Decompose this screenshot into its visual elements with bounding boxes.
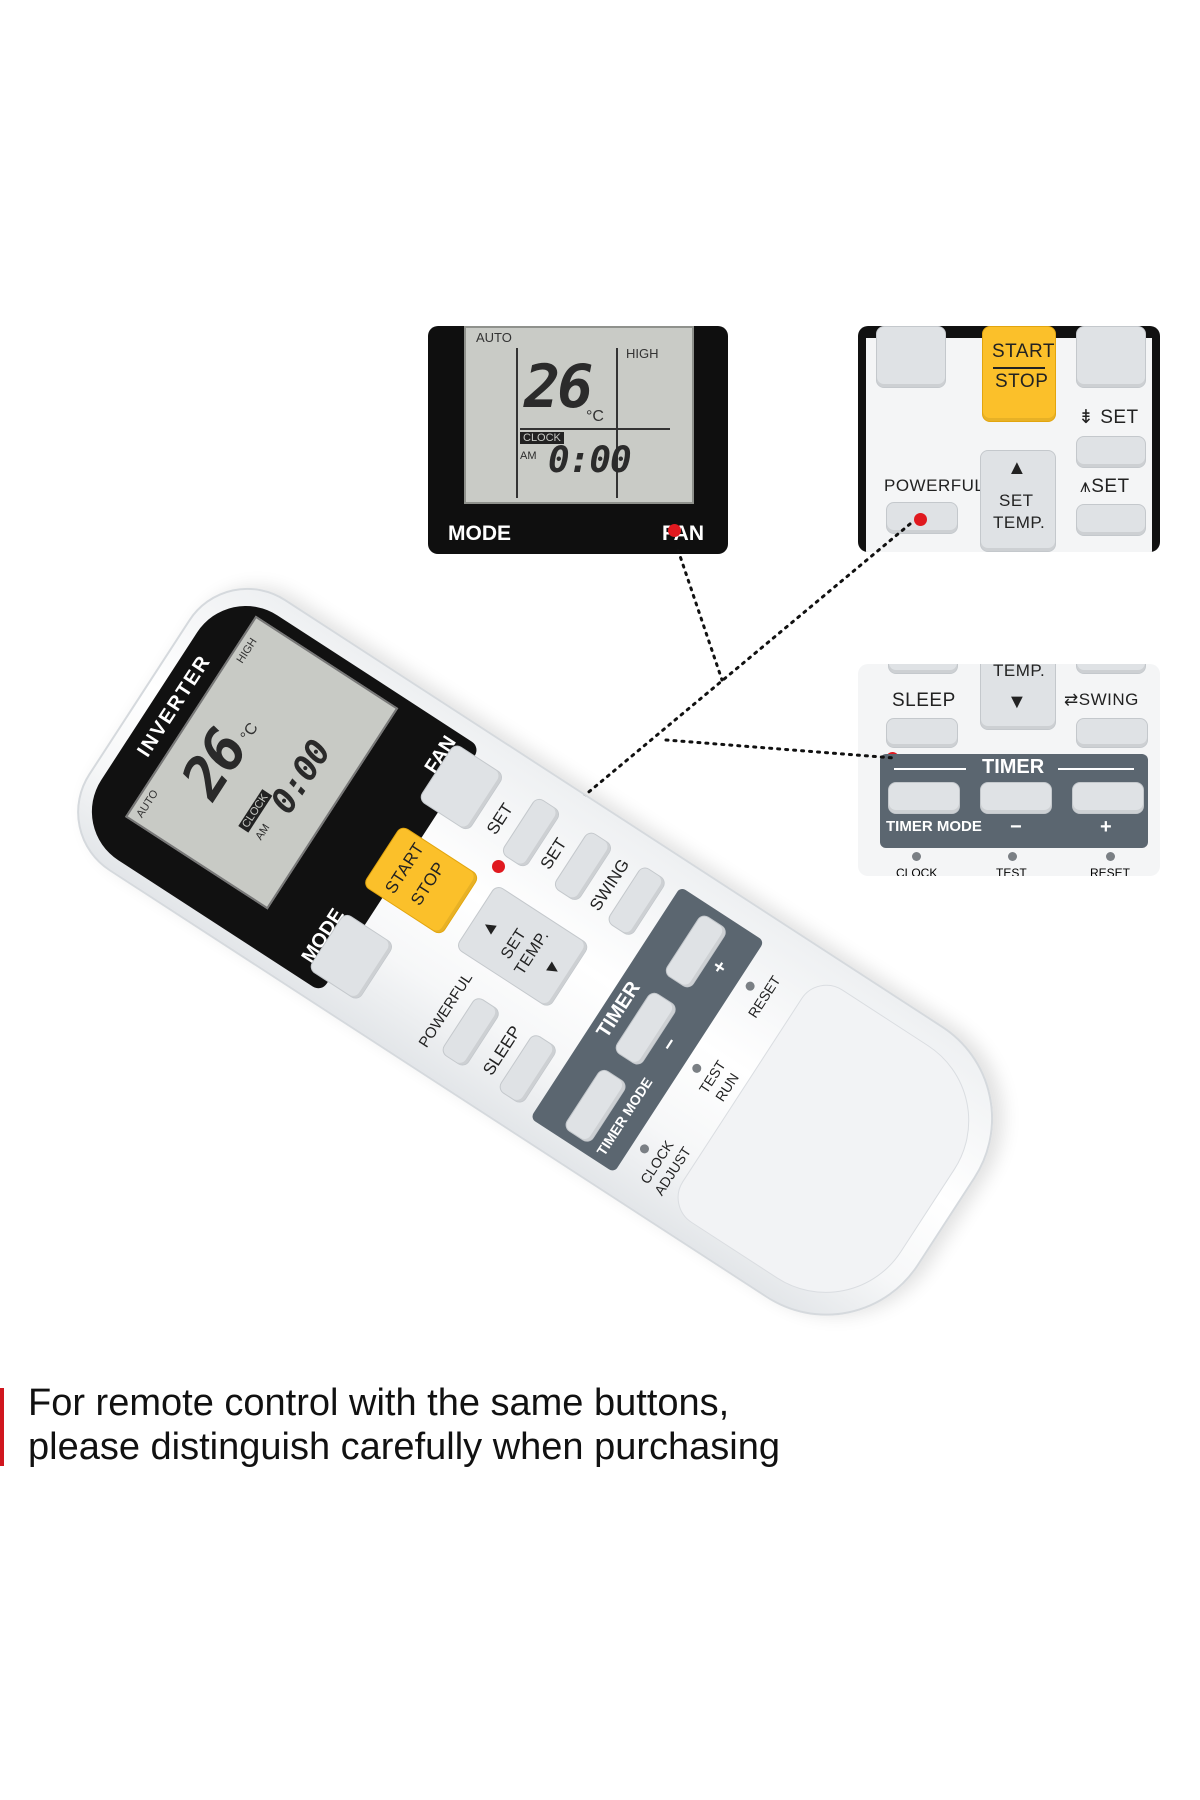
set-temp-label-2: TEMP. [993,513,1046,532]
clock-dot [912,852,921,861]
timer-mode-label: TIMER MODE [886,818,982,835]
set-temp-label-1: SET [999,491,1034,510]
test-dot [1008,852,1017,861]
unlabeled-button[interactable] [1076,326,1146,388]
sleep-label: SLEEP [892,690,956,711]
remote-lcd-unit: °C [237,720,262,745]
swing-button[interactable] [1076,718,1148,748]
start-stop-button[interactable]: START STOP [982,326,1056,422]
set-vertical-label: ⇟ SET [1078,407,1139,428]
timer-line-left [894,768,966,770]
set-horizontal-button[interactable] [1076,504,1146,536]
reset-cut-label: RESET [1090,866,1131,876]
start-stop-divider [993,367,1045,369]
display-callout: AUTO HIGH 26 °C CLOCK AM 0:00 MODE FAN [428,326,728,554]
reset-dot [1106,852,1115,861]
mode-label: MODE [448,522,511,545]
powerful-highlight-dot [914,513,927,526]
start-stop-callout: START STOP ⇟ SET POWERFUL ▲ SET TEMP. ⩚S… [858,326,1160,552]
minus-label: − [1010,816,1022,838]
lcd-clock-tag: CLOCK [520,432,564,444]
connector-fan [676,548,724,682]
lcd-divider [520,428,670,430]
set-vertical-button[interactable] [1076,436,1146,468]
remote-timer-plus-button[interactable] [662,912,729,991]
timer-label: TIMER [982,756,1045,778]
timer-line-right [1058,768,1134,770]
test-cut-label: TEST [996,866,1027,876]
temp-cut-label: TEMP. [993,664,1046,680]
caption-text: For remote control with the same buttons… [28,1381,928,1469]
lcd-auto-label: AUTO [476,330,512,345]
remote-control: INVERTER AUTO HIGH 26 °C CLOCK AM 0:00 M… [50,561,1036,1358]
lcd-am: AM [520,450,537,462]
callout-lcd-screen: AUTO HIGH 26 °C CLOCK AM 0:00 [464,326,694,504]
lcd-unit: °C [586,408,604,425]
fan-highlight-dot [668,524,681,537]
caption-line-1: For remote control with the same buttons… [28,1382,730,1424]
timer-callout: TEMP. ▼ SLEEP ⇄SWING TIMER TIMER MODE − … [858,664,1160,876]
remote-up-arrow: ▲ [475,913,503,940]
caption-accent-bar [0,1388,4,1466]
start-label: START [992,341,1056,362]
powerful-label: POWERFUL [884,476,985,495]
connector-timer [664,738,896,760]
swing-label: ⇄SWING [1064,690,1139,709]
lcd-divider [516,348,518,498]
remote-lcd-time: 0:00 [262,733,339,821]
remote-lcd-am: AM [253,822,273,843]
remote-start-highlight-dot [492,860,505,873]
remote-minus-label: − [657,1033,683,1056]
lcd-time: 0:00 [548,440,632,481]
set-temp-button-lower[interactable]: TEMP. ▼ [980,664,1056,730]
lcd-high-label: HIGH [626,346,659,361]
lcd-divider [616,348,618,498]
lcd-temperature: 26 [524,352,593,422]
unlabeled-button[interactable] [876,326,946,388]
up-arrow: ▲ [1007,457,1028,479]
timer-minus-button[interactable] [980,782,1052,814]
remote-lcd-high: HIGH [234,636,260,666]
stop-label: STOP [995,371,1049,392]
clock-cut-label: CLOCK [896,866,938,876]
remote-down-arrow: ▼ [539,954,567,982]
remote-plus-label: + [707,956,733,979]
set-temp-button[interactable]: ▲ SET TEMP. [980,450,1056,552]
timer-plus-button[interactable] [1072,782,1144,814]
caption-line-2: please distinguish carefully when purcha… [28,1426,781,1468]
sleep-button[interactable] [886,718,958,748]
timer-band: TIMER TIMER MODE − + [880,754,1148,848]
connector-powerful [498,522,912,868]
down-arrow: ▼ [1007,691,1028,713]
timer-mode-button[interactable] [888,782,960,814]
remote-lcd-auto: AUTO [134,787,161,820]
plus-label: + [1100,816,1112,838]
set-horizontal-label: ⩚SET [1080,476,1130,497]
